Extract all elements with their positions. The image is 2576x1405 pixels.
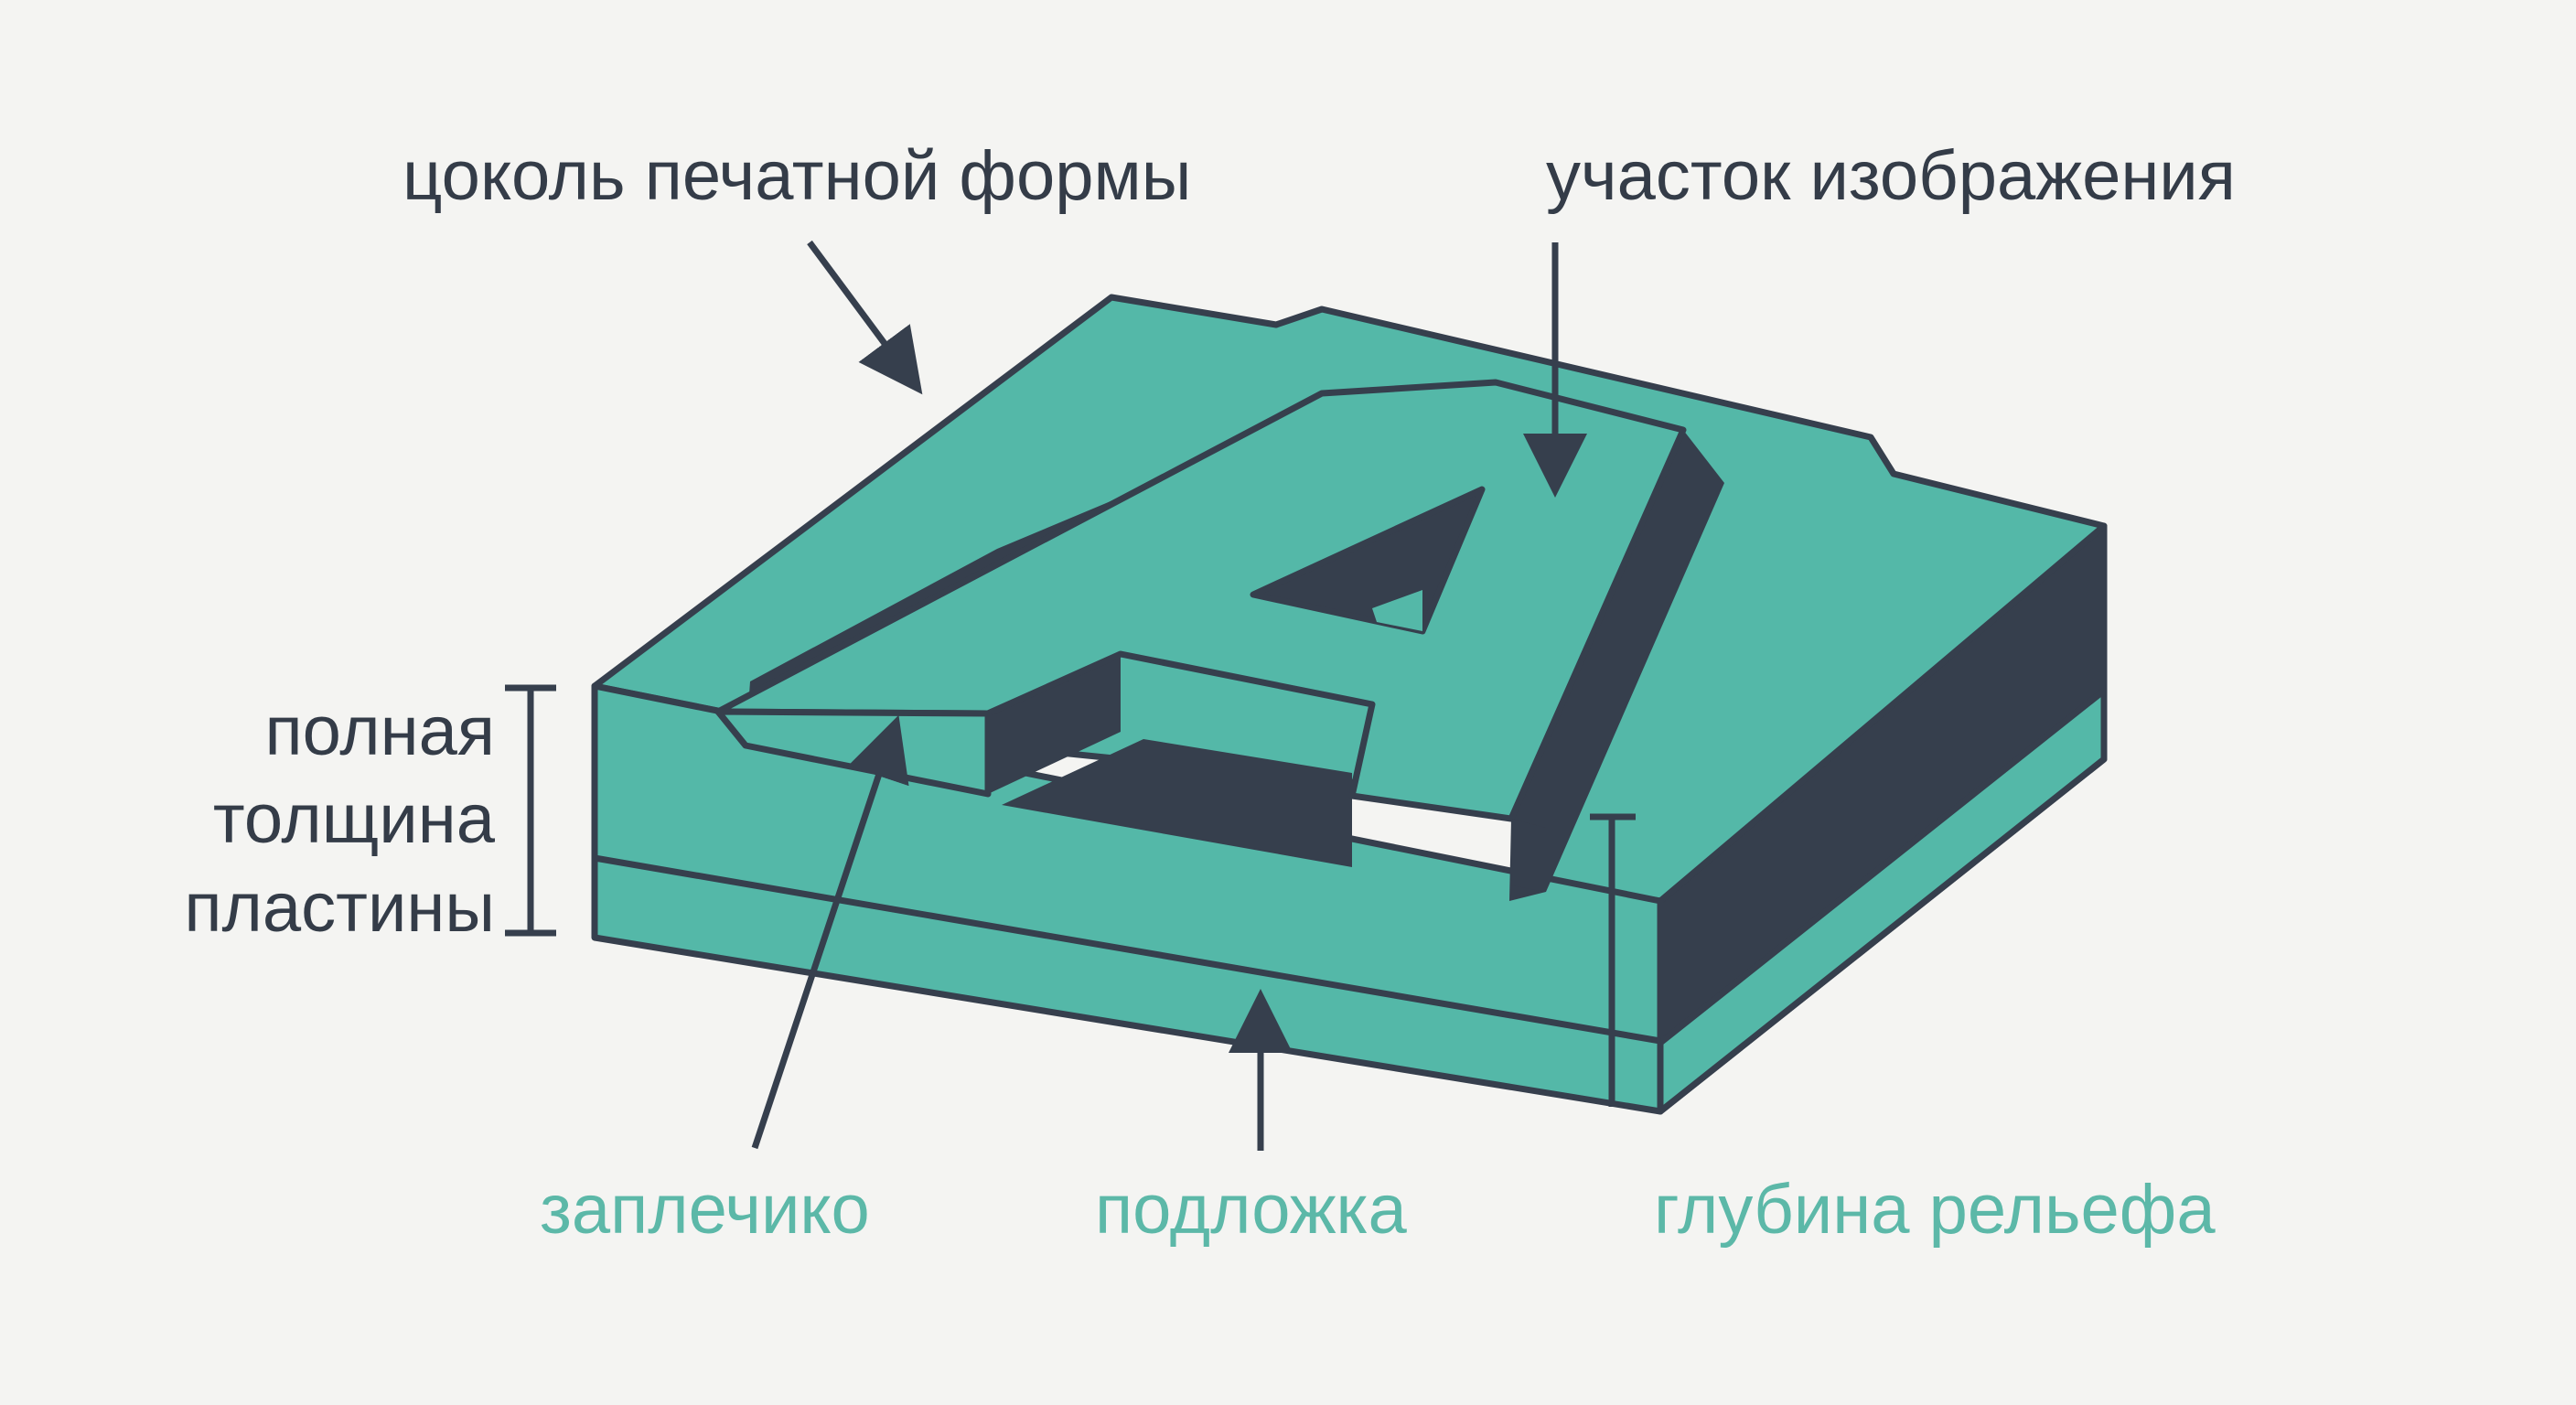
letter-a-shadow-right <box>1509 430 1724 901</box>
label-total-thickness-line2: толщина <box>212 780 495 858</box>
letter-a-top <box>714 379 1687 822</box>
letter-a-crossbar-hole <box>1002 739 1352 867</box>
label-substrate: подложка <box>1095 1171 1407 1249</box>
label-image-area: участок изображения <box>1546 137 2236 215</box>
arrow-shoulder <box>751 714 909 1150</box>
label-total-thickness-line3: пластины <box>184 869 495 947</box>
label-base: цоколь печатной формы <box>402 137 1192 215</box>
arrow-base <box>807 240 923 395</box>
letter-a-right-foot <box>1511 819 1546 892</box>
letter-a-counter-top <box>1250 486 1486 635</box>
letter-a-counter-floor <box>1372 590 1422 631</box>
label-total-thickness-line1: полная <box>264 692 496 770</box>
substrate-line <box>594 854 1661 1045</box>
thickness-bracket <box>505 684 556 937</box>
letter-a-shadow-crossbar <box>988 654 1121 794</box>
relief-depth-marker <box>1590 813 1636 1107</box>
label-relief-depth: глубина рельефа <box>1654 1171 2216 1249</box>
label-shoulder: заплечико <box>540 1171 870 1249</box>
